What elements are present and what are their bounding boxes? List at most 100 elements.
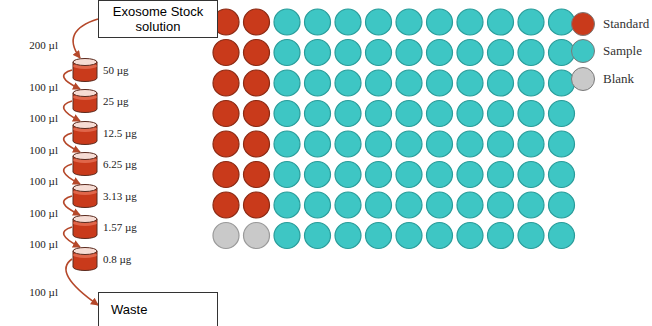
tube-label: 3.13 µg (103, 184, 137, 208)
sample-well (549, 192, 575, 218)
standard-well (213, 162, 239, 188)
sample-well (366, 223, 392, 249)
sample-well (549, 131, 575, 157)
tube-symbol (72, 247, 98, 271)
solution-box: Waste (98, 292, 218, 326)
tube-symbol (72, 152, 98, 176)
sample-well (457, 40, 483, 66)
sample-well (488, 131, 514, 157)
legend-row: Blank (571, 67, 634, 91)
dilution-tube: 50 µg (72, 58, 129, 82)
sample-well (488, 192, 514, 218)
tube-label: 1.57 µg (103, 215, 137, 239)
sample-well (396, 131, 422, 157)
sample-well (549, 101, 575, 127)
sample-well (427, 162, 453, 188)
tube-rim (73, 153, 97, 160)
sample-well (457, 70, 483, 96)
tube-label: 6.25 µg (103, 152, 137, 176)
tube-rim (73, 248, 97, 255)
sample-well (335, 162, 361, 188)
sample-well (427, 40, 453, 66)
tube-symbol (72, 121, 98, 145)
sample-well (427, 223, 453, 249)
sample-well (366, 162, 392, 188)
standard-well (244, 40, 270, 66)
sample-well (488, 40, 514, 66)
volume-label: 100 µl (27, 144, 60, 157)
standard-well (213, 101, 239, 127)
dilution-tube: 0.8 µg (72, 247, 131, 271)
tube-rim (73, 216, 97, 223)
sample-well (457, 162, 483, 188)
standard-well (213, 70, 239, 96)
standard-well (244, 162, 270, 188)
sample-well (549, 223, 575, 249)
sample-well (305, 131, 331, 157)
sample-well (396, 70, 422, 96)
sample-well (366, 40, 392, 66)
sample-well (396, 162, 422, 188)
tube-label: 50 µg (103, 58, 129, 82)
sample-well (457, 192, 483, 218)
standard-well (213, 40, 239, 66)
volume-label: 100 µl (27, 286, 60, 299)
tube-rim (73, 122, 97, 129)
volume-label: 100 µl (27, 112, 60, 125)
sample-well (396, 9, 422, 35)
sample-well (488, 9, 514, 35)
dilution-tube: 6.25 µg (72, 152, 137, 176)
sample-well (518, 101, 544, 127)
dilution-tube: 12.5 µg (72, 121, 137, 145)
blank-well (244, 223, 270, 249)
tube-symbol (72, 58, 98, 82)
dilution-tube: 3.13 µg (72, 184, 137, 208)
sample-well (305, 70, 331, 96)
legend-swatch (571, 67, 595, 91)
dilution-arrow (73, 19, 98, 58)
legend-text: Sample (603, 43, 642, 59)
sample-well (305, 9, 331, 35)
sample-well (335, 70, 361, 96)
sample-well (366, 192, 392, 218)
sample-well (274, 101, 300, 127)
sample-well (518, 162, 544, 188)
sample-well (549, 70, 575, 96)
tube-rim (73, 90, 97, 97)
tube-label: 12.5 µg (103, 121, 137, 145)
sample-well (396, 192, 422, 218)
legend-row: Standard (571, 12, 649, 36)
tube-symbol (72, 184, 98, 208)
sample-well (305, 40, 331, 66)
sample-well (366, 131, 392, 157)
sample-well (488, 101, 514, 127)
standard-well (244, 192, 270, 218)
sample-well (305, 162, 331, 188)
sample-well (518, 131, 544, 157)
sample-well (549, 162, 575, 188)
legend-row: Sample (571, 39, 642, 63)
legend-text: Blank (603, 71, 634, 87)
volume-label: 100 µl (27, 238, 60, 251)
sample-well (335, 9, 361, 35)
sample-well (335, 40, 361, 66)
standard-well (244, 9, 270, 35)
volume-label: 100 µl (27, 81, 60, 94)
legend-text: Standard (603, 16, 649, 32)
sample-well (335, 101, 361, 127)
standard-well (213, 131, 239, 157)
sample-well (305, 192, 331, 218)
sample-well (335, 223, 361, 249)
sample-well (305, 101, 331, 127)
sample-well (427, 192, 453, 218)
sample-well (457, 131, 483, 157)
tube-label: 25 µg (103, 89, 129, 113)
sample-well (518, 192, 544, 218)
tube-rim (73, 185, 97, 192)
dilution-tube: 25 µg (72, 89, 129, 113)
sample-well (366, 101, 392, 127)
sample-well (518, 70, 544, 96)
sample-well (335, 192, 361, 218)
